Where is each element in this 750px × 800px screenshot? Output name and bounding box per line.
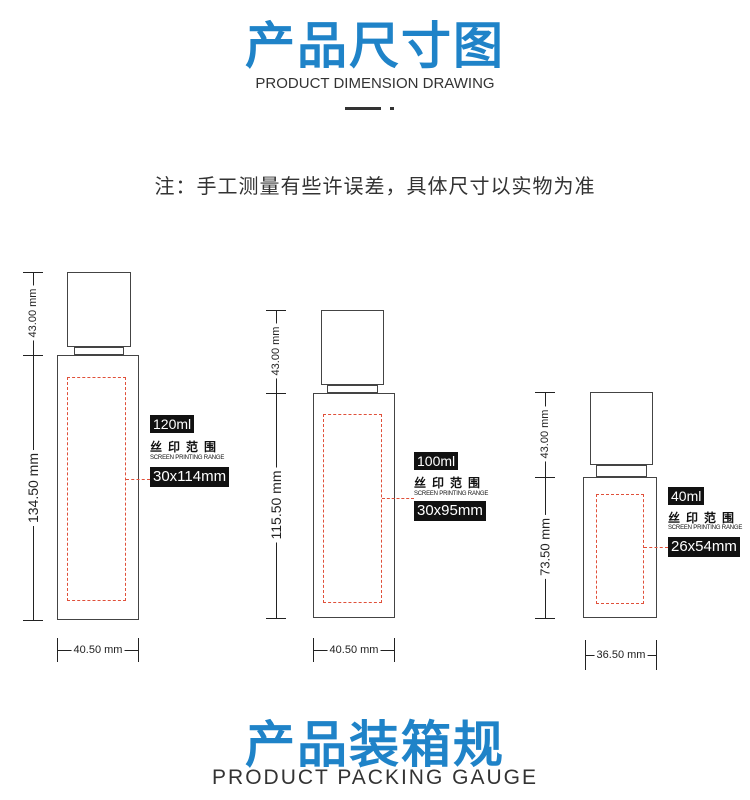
bottle-neck xyxy=(74,347,124,355)
print-range-label-en: SCREEN PRINTING RANGE xyxy=(668,525,743,531)
divider xyxy=(345,107,381,110)
dim-tick xyxy=(23,620,43,621)
print-size-badge: 30x95mm xyxy=(414,501,486,521)
measurement-note: 注：手工测量有些许误差，具体尺寸以实物为准 xyxy=(154,174,596,198)
bottle-cap xyxy=(321,310,384,385)
cap-height-label: 43.00 mm xyxy=(27,285,39,341)
page-title: 产品尺寸图 xyxy=(245,17,505,75)
height-dimension-line xyxy=(33,272,34,620)
body-height-label: 73.50 mm xyxy=(537,515,553,579)
volume-badge: 120ml xyxy=(150,415,195,433)
print-size-badge: 30x114mm xyxy=(150,467,230,487)
bottle-cap xyxy=(67,272,131,347)
body-height-label: 115.50 mm xyxy=(268,467,284,543)
height-dimension-line xyxy=(545,392,546,618)
print-range-label: 丝印范围 xyxy=(150,440,223,454)
dim-tick xyxy=(266,310,286,311)
height-dimension-line xyxy=(276,310,277,618)
dim-tick xyxy=(313,638,314,662)
dim-tick xyxy=(535,618,555,619)
dim-tick xyxy=(585,640,586,670)
width-label: 40.50 mm xyxy=(327,644,381,656)
volume-badge: 40ml xyxy=(668,487,705,505)
dim-tick xyxy=(138,638,139,662)
dim-tick xyxy=(535,477,555,478)
divider-dot xyxy=(390,107,394,110)
bottle-neck xyxy=(596,465,647,477)
dim-tick xyxy=(394,638,395,662)
print-area xyxy=(67,377,126,601)
width-label: 40.50 mm xyxy=(71,644,125,656)
volume-badge: 100ml xyxy=(414,452,459,470)
print-area-leader xyxy=(382,498,414,499)
width-label: 36.50 mm xyxy=(594,649,648,661)
section-subtitle: PRODUCT PACKING GAUGE xyxy=(212,766,538,789)
cap-height-label: 43.00 mm xyxy=(270,323,282,379)
page-subtitle: PRODUCT DIMENSION DRAWING xyxy=(255,75,495,92)
dim-tick xyxy=(266,618,286,619)
print-size-badge: 26x54mm xyxy=(668,537,740,557)
print-range-label: 丝印范围 xyxy=(414,476,487,490)
cap-height-label: 43.00 mm xyxy=(539,406,551,462)
print-area xyxy=(323,414,382,603)
print-area xyxy=(596,494,644,604)
body-height-label: 134.50 mm xyxy=(25,449,41,527)
dim-tick xyxy=(656,640,657,670)
dim-tick xyxy=(57,638,58,662)
bottle-neck xyxy=(327,385,378,393)
print-range-label-en: SCREEN PRINTING RANGE xyxy=(414,491,489,497)
bottle-cap xyxy=(590,392,653,465)
print-area-leader xyxy=(644,547,668,548)
section-title: 产品装箱规 xyxy=(245,716,505,774)
dim-tick xyxy=(535,392,555,393)
print-area-leader xyxy=(126,479,150,480)
dim-tick xyxy=(23,272,43,273)
dim-tick xyxy=(266,393,286,394)
print-range-label-en: SCREEN PRINTING RANGE xyxy=(150,455,225,461)
print-range-label: 丝印范围 xyxy=(668,511,741,525)
dim-tick xyxy=(23,355,43,356)
